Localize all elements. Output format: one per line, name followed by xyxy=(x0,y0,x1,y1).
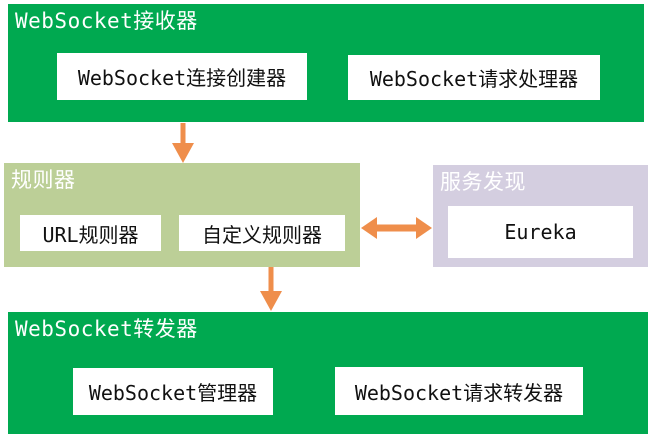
arrow-receiver-to-ruler-icon xyxy=(172,123,194,163)
arrow-ruler-to-forwarder-icon xyxy=(260,267,282,311)
receiver-group: WebSocket接收器 WebSocket连接创建器 WebSocket请求处… xyxy=(8,4,644,122)
node-websocket-manager: WebSocket管理器 xyxy=(73,368,273,415)
ruler-group-title: 规则器 xyxy=(11,168,76,192)
discovery-group: 服务发现 Eureka xyxy=(433,165,648,267)
node-websocket-request-handler: WebSocket请求处理器 xyxy=(348,55,600,100)
receiver-group-title: WebSocket接收器 xyxy=(15,9,198,33)
discovery-group-title: 服务发现 xyxy=(440,170,526,194)
ruler-group: 规则器 URL规则器 自定义规则器 xyxy=(4,163,360,267)
node-websocket-connection-creator: WebSocket连接创建器 xyxy=(57,53,307,100)
node-eureka: Eureka xyxy=(448,206,633,258)
forwarder-group: WebSocket转发器 WebSocket管理器 WebSocket请求转发器 xyxy=(8,312,648,434)
arrow-ruler-discovery-bidirectional-icon xyxy=(361,217,432,239)
node-url-ruler: URL规则器 xyxy=(20,215,161,251)
node-custom-ruler: 自定义规则器 xyxy=(179,215,345,251)
node-websocket-request-forwarder: WebSocket请求转发器 xyxy=(335,367,583,415)
forwarder-group-title: WebSocket转发器 xyxy=(15,317,198,341)
